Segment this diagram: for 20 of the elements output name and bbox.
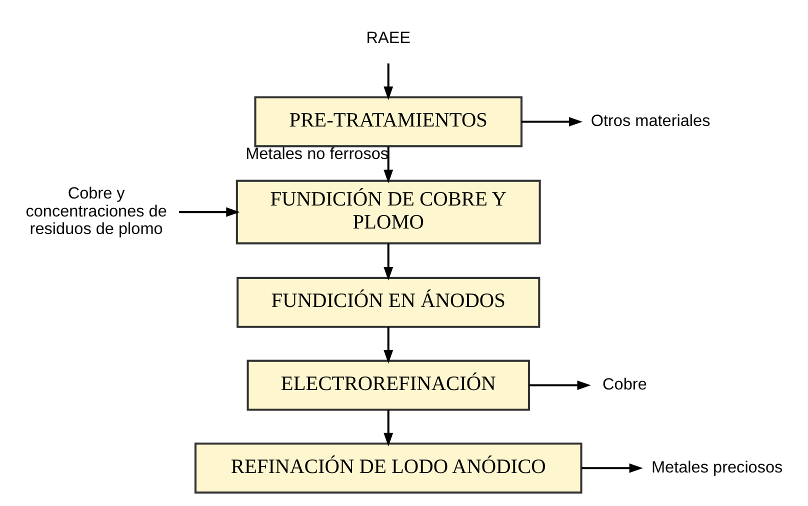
arrow bbox=[384, 146, 394, 183]
arrow bbox=[384, 243, 394, 280]
arrow bbox=[179, 206, 240, 216]
arrow bbox=[582, 462, 643, 472]
node-text: Cobre bbox=[602, 374, 647, 393]
node-box: FUNDICIÓN EN ÁNODOS bbox=[236, 276, 540, 328]
node-box: REFINACIÓN DE LODO ANÓDICO bbox=[194, 442, 582, 494]
node-text: Otros materiales bbox=[590, 111, 710, 130]
arrow bbox=[522, 116, 583, 126]
node-text: Metales preciosos bbox=[651, 458, 783, 476]
arrow bbox=[384, 409, 394, 446]
arrow bbox=[529, 380, 591, 390]
arrow bbox=[384, 62, 394, 100]
edge-label: Metales no ferrosos bbox=[246, 144, 389, 163]
node-box: PRE-TRATAMIENTOS bbox=[254, 96, 523, 147]
node-box: ELECTROREFINACIÓN bbox=[246, 359, 530, 410]
node-text: Cobre y concentraciones de residuos de plomo bbox=[26, 184, 167, 238]
node-box: FUNDICIÓN DE COBRE Y PLOMO bbox=[236, 179, 541, 244]
arrow bbox=[384, 326, 394, 364]
node-text: RAEE bbox=[366, 28, 411, 47]
